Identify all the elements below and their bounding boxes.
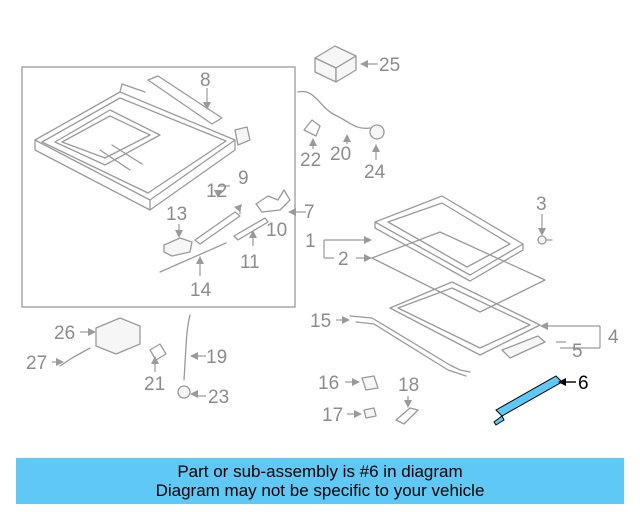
part-15-weatherstrip-inner [355,321,467,377]
part-4-frame [389,281,541,356]
part-16-pad [361,375,379,391]
part-19-hose [183,314,191,381]
part-2-seal [371,231,546,313]
part-24-grommet [369,124,385,140]
part-26-module [95,317,141,355]
callout-21: 21 [144,374,165,395]
part-18-bracket [395,407,419,425]
parts-diagram: 25 8 9 22 20 24 12 13 7 10 11 14 1 2 3 1… [21,45,619,426]
part-8-rail [147,75,223,125]
callout-26: 26 [54,323,75,344]
callout-9: 9 [238,168,249,189]
callout-1: 1 [305,231,316,252]
leader-lines [52,60,601,418]
part-5-rail [501,335,546,359]
callout-24: 24 [364,162,386,183]
callout-10: 10 [266,220,287,241]
callout-27: 27 [26,353,47,374]
part-1-glass [374,195,524,282]
callout-20: 20 [330,144,351,165]
part-15-weatherstrip [349,315,471,373]
callout-14: 14 [190,280,212,301]
part-22-clip [303,119,321,137]
callout-22: 22 [300,150,321,171]
callout-16: 16 [318,373,339,394]
part-13-clip [163,237,193,257]
part-23-grommet [177,385,191,399]
callout-25: 25 [379,55,400,76]
callout-8: 8 [200,70,211,91]
part-14-cable [159,242,227,273]
banner-line-1: Part or sub-assembly is #6 in diagram [177,462,463,481]
callout-5: 5 [572,341,583,362]
callout-11: 11 [240,252,260,273]
part-3-bolt [537,235,553,245]
callout-7: 7 [304,202,315,223]
callout-12: 12 [206,181,227,202]
callout-15: 15 [310,311,331,332]
callout-6: 6 [578,373,589,394]
callout-2: 2 [338,249,349,270]
part-10-mechanism [255,189,291,213]
callout-19: 19 [206,347,227,368]
part-6-highlighted [493,375,563,426]
part-27-wire [59,347,91,367]
callout-18: 18 [398,375,419,396]
callout-4: 4 [608,327,619,348]
callout-labels: 25 8 9 22 20 24 12 13 7 10 11 14 1 2 3 1… [26,55,619,426]
callout-13: 13 [166,204,187,225]
part-25-motor [314,45,357,83]
part-9-bracket [234,126,251,146]
callout-23: 23 [208,387,229,408]
callout-17: 17 [322,405,343,426]
part-20-hose [297,90,371,129]
inset-frame [21,66,296,308]
part-21-clip [149,343,167,361]
part-12-guide [194,211,241,245]
banner-line-2: Diagram may not be specific to your vehi… [155,481,485,500]
callout-3: 3 [536,194,547,215]
part-17-clip [363,407,377,419]
part-11-guide [233,217,269,241]
sunroof-frame-drawing [34,83,236,211]
info-banner: Part or sub-assembly is #6 in diagram Di… [16,458,624,504]
